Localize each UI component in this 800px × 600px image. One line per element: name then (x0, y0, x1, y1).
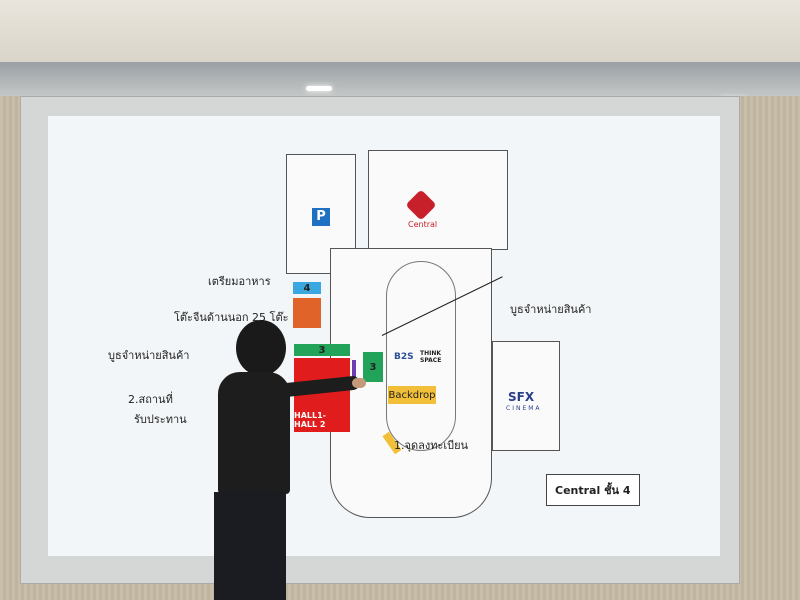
label-booth-right: บูธจำหน่ายสินค้า (510, 303, 592, 316)
ceiling-beam (0, 62, 800, 96)
ceiling-light (306, 86, 332, 91)
central-logo-text: Central (408, 220, 438, 229)
zone-3-right: 3 (363, 352, 383, 382)
label-registration: 1.จุดลงทะเบียน (394, 439, 469, 452)
parking-icon: P (312, 208, 330, 226)
sfx-logo: SFX (508, 390, 535, 404)
label-reception-2: รับประทาน (134, 413, 187, 426)
floor-label: Central ชั้น 4 (546, 474, 640, 506)
atrium (386, 261, 456, 451)
zone-backdrop: Backdrop (388, 386, 436, 404)
zone-3-top: 3 (294, 344, 350, 356)
zone-4: 4 (293, 282, 321, 294)
label-booth-left: บูธจำหน่ายสินค้า (108, 349, 190, 362)
central-building (368, 150, 508, 250)
presenter-head (236, 320, 286, 376)
label-reception-1: 2.สถานที่ (128, 393, 173, 406)
cinema-label: CINEMA (506, 405, 542, 412)
zone-5: 5 (352, 360, 356, 380)
label-food-prep: เตรียมอาหาร (208, 275, 271, 288)
cinema-area (492, 341, 560, 451)
projection-screen: P Central SFX CINEMA 4 3 HALL1-HALL 2 5 … (48, 116, 720, 556)
presenter-hand (352, 378, 366, 388)
zone-chinese-tables (293, 298, 321, 328)
think-space-logo: THINK SPACE (420, 350, 442, 364)
zone-hall: HALL1-HALL 2 (294, 358, 350, 432)
presenter-pants (214, 492, 286, 600)
ceiling (0, 0, 800, 70)
b2s-logo: B2S (394, 352, 414, 362)
